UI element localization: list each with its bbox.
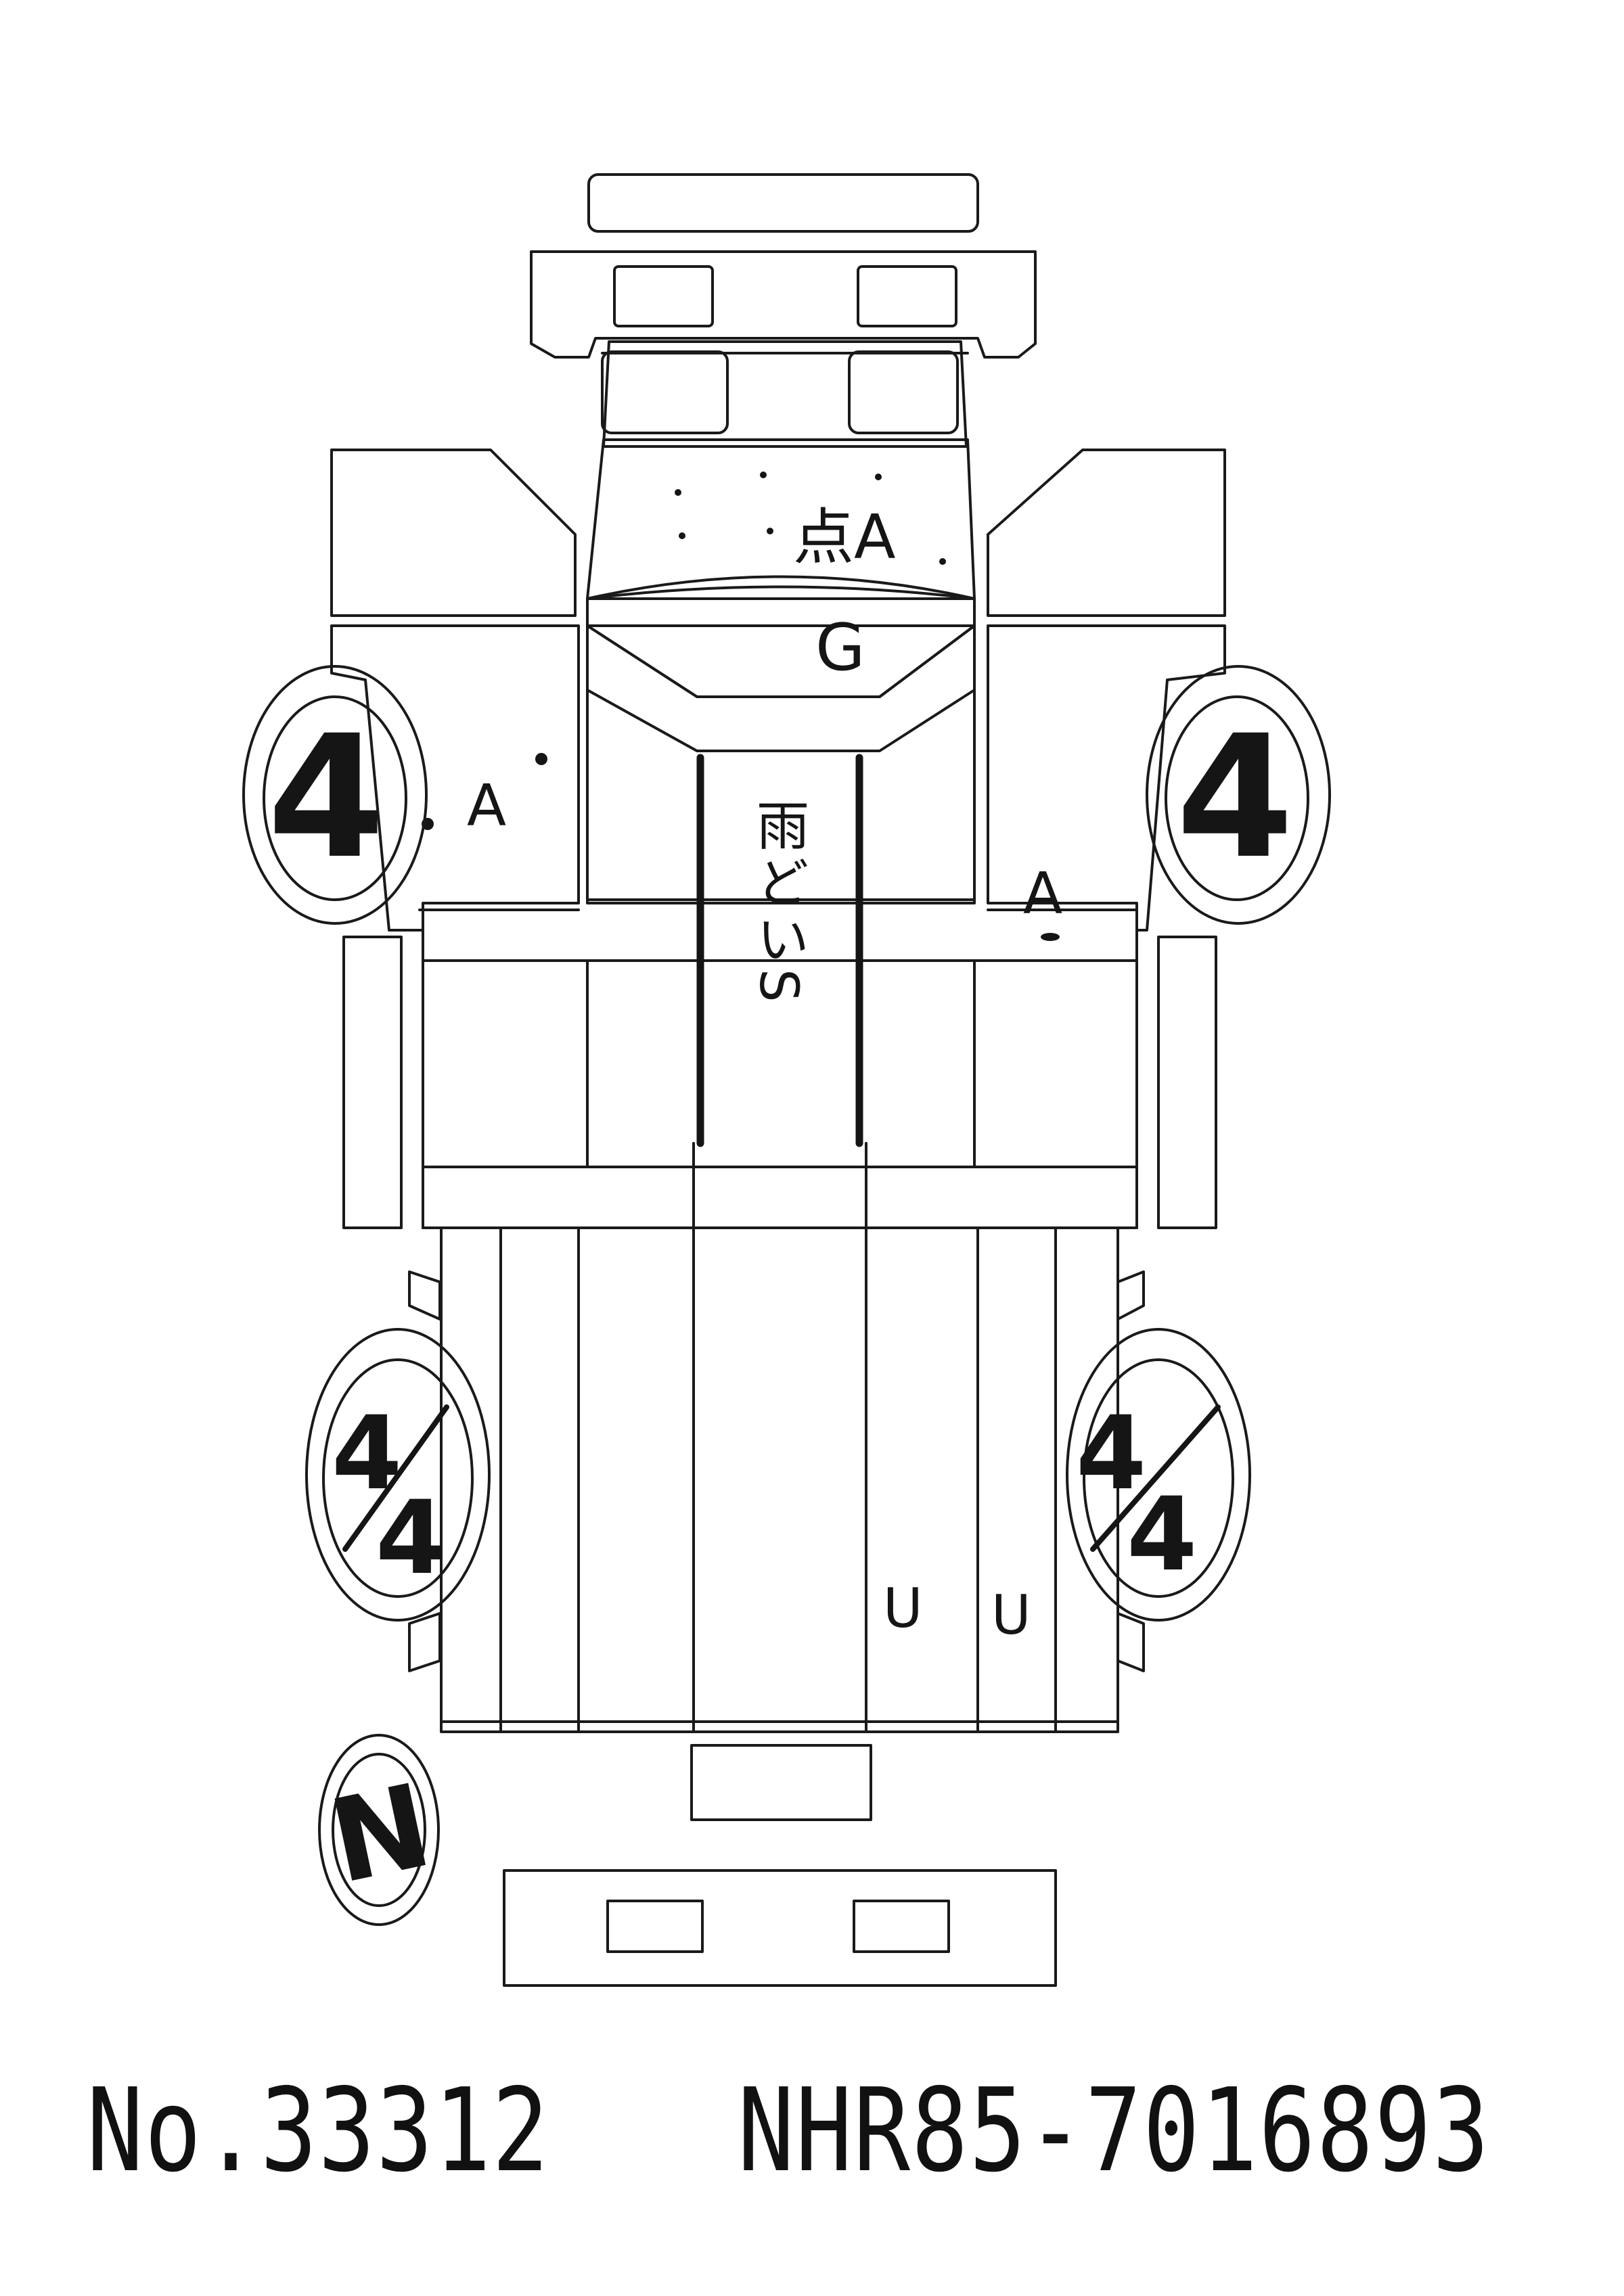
right-step <box>1157 936 1217 1229</box>
hood-dent-marks <box>675 472 946 565</box>
rear-hitch <box>690 1744 872 1821</box>
tire-front-right-grade: 4 <box>1176 699 1294 896</box>
tire-rear-left-grade-top: 4 <box>332 1395 402 1513</box>
windshield <box>586 585 976 698</box>
windshield-annotation: G <box>815 611 865 685</box>
tire-rear-right <box>1066 1328 1251 1622</box>
spare-tire <box>318 1734 440 1926</box>
cab-body <box>586 624 976 962</box>
chassis-number: NHR85-7016893 <box>738 2064 1491 2198</box>
front-bumper <box>587 173 979 233</box>
tire-rear-right-grade-bottom: 4 <box>1127 1476 1197 1594</box>
tire-rear-left-slash <box>342 1404 449 1552</box>
right-door-dent <box>1041 933 1060 941</box>
rain-gutter-annotation: 雨どいS <box>748 798 809 1007</box>
tire-rear-left-grade-bottom: 4 <box>376 1479 446 1597</box>
left-door-annotation: A <box>467 773 506 840</box>
left-step <box>342 936 403 1229</box>
tire-rear-right-slash <box>1090 1404 1221 1552</box>
svg-text:雨どいS: 雨どいS <box>748 798 809 1007</box>
tire-front-left-grade: 4 <box>267 699 385 896</box>
fender-right <box>1116 1270 1145 1672</box>
right-door-annotation: A <box>1023 860 1062 927</box>
right-door <box>987 449 1226 932</box>
hood-annotation: 点A <box>793 502 896 573</box>
bed-annotation-2: U <box>991 1584 1031 1647</box>
tire-front-right <box>1146 665 1331 925</box>
rear-bumper <box>503 1869 1057 1987</box>
fender-left <box>408 1270 441 1672</box>
cab-roof <box>586 438 976 600</box>
cargo-bed <box>440 959 1119 1733</box>
tire-front-left <box>242 665 428 925</box>
tire-rear-right-grade-top: 4 <box>1076 1395 1146 1513</box>
tire-rear-left <box>305 1328 491 1622</box>
stock-number: No.33312 <box>87 2064 550 2198</box>
cab-front-panel <box>601 340 969 448</box>
bed-annotation-1: U <box>883 1577 923 1640</box>
front-grille <box>530 250 1037 359</box>
spare-tire-grade: N <box>319 1759 441 1910</box>
